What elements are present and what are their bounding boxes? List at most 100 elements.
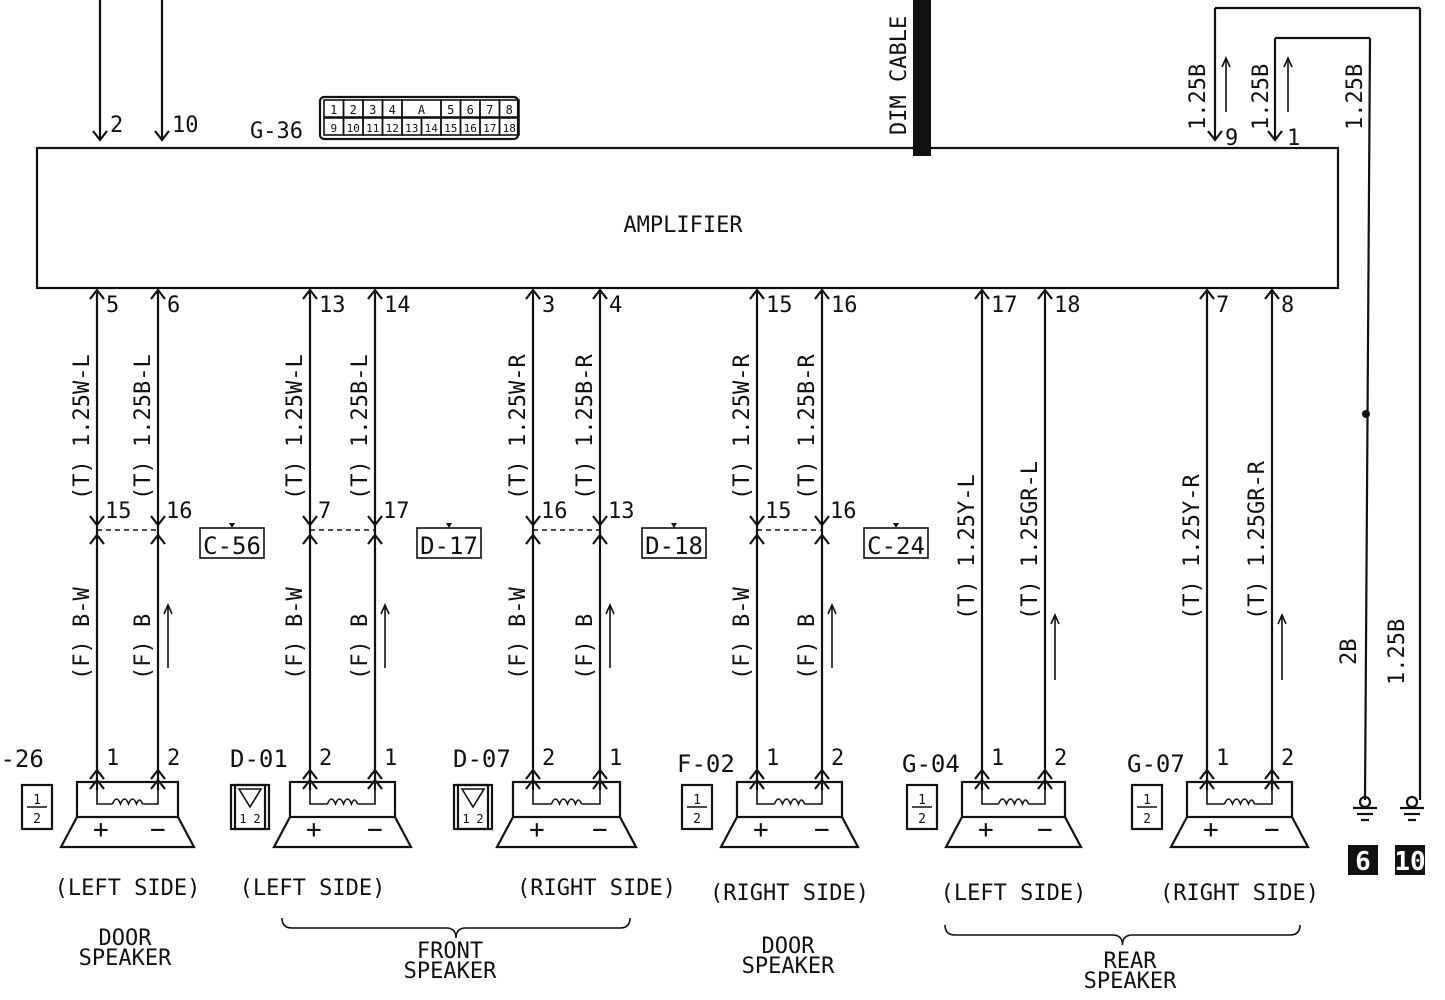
rear-speaker-brace: [944, 924, 1301, 946]
speaker-connector-label: G-07: [1127, 750, 1185, 778]
speaker-coil-icon: [1223, 798, 1256, 807]
group-title: SPEAKER: [742, 954, 835, 979]
g36-pin: 17: [483, 122, 496, 135]
speaker-coil-lead: [756, 790, 823, 805]
connector-pin: 2: [33, 812, 41, 827]
connector-pin: 1: [1143, 793, 1151, 808]
splice-connector-label: C-56: [203, 532, 261, 560]
amp-pin-number: 16: [831, 293, 858, 318]
speaker-pin-number: 2: [542, 746, 555, 771]
g36-pin: 13: [405, 122, 418, 135]
g36-cell: [498, 117, 520, 136]
wire-fork: [749, 288, 765, 300]
minus-terminal: −: [150, 815, 166, 845]
current-arrow-head: [1050, 613, 1060, 625]
g36-label: G-36: [250, 119, 303, 144]
wire-color-label: (F) B-W: [70, 587, 95, 680]
speaker-terminal-box: [288, 780, 397, 819]
current-arrow-head: [1283, 56, 1293, 68]
input-pin-number: 2: [110, 113, 123, 138]
plus-terminal: +: [978, 815, 994, 845]
speaker-cone-icon: [1169, 816, 1310, 849]
side-label: (RIGHT SIDE): [710, 881, 869, 906]
wire-color-label: (T) 1.25W-L: [283, 354, 308, 500]
connector-icon: [20, 783, 54, 831]
amplifier-label: AMPLIFIER: [623, 213, 743, 238]
splice-pin-number: 16: [166, 499, 193, 524]
front-speaker-brace: [281, 917, 631, 939]
wire-fork: [92, 130, 108, 142]
wire-color-label: (F) B: [348, 614, 373, 680]
plus-terminal: +: [306, 815, 322, 845]
wire-fork: [1264, 778, 1280, 790]
g36-pin: 14: [425, 122, 439, 135]
wire-fork: [1037, 768, 1053, 780]
splice-fork: [367, 515, 383, 527]
splice-pin-number: 16: [830, 499, 857, 524]
g36-pin: 6: [467, 103, 474, 117]
ground-wire-6: [1363, 37, 1372, 801]
connector-pin: 1: [33, 793, 41, 808]
connector-tab: [893, 523, 899, 528]
connector-icon: [680, 783, 714, 831]
speaker-pin-number: 1: [1216, 746, 1229, 771]
wire-fork: [592, 768, 608, 780]
amp-pin-number: 5: [106, 293, 119, 318]
speaker-pin-number: 2: [831, 746, 844, 771]
speaker-connector-label: G-04: [902, 750, 960, 778]
connector-tab: [229, 523, 235, 528]
splice-pin-number: 17: [383, 499, 410, 524]
g36-pin: 7: [486, 103, 493, 117]
side-label: (LEFT SIDE): [240, 876, 386, 901]
plus-terminal: +: [753, 815, 769, 845]
connector-pin: 1: [462, 812, 469, 826]
wire-color-label: (F) B: [131, 614, 156, 680]
wire-fork: [302, 288, 318, 300]
speaker-connector-label: F-26: [0, 745, 44, 773]
wire-fork: [592, 288, 608, 300]
wire-fork: [1037, 778, 1053, 790]
current-arrow-head: [827, 603, 837, 615]
wire-color-label: (T) 1.25GR-R: [1245, 460, 1270, 620]
wire-color-label: (T) 1.25W-R: [506, 354, 531, 500]
minus-terminal: −: [1264, 815, 1280, 845]
speaker-cone-icon: [719, 816, 860, 849]
splice-pin-number: 15: [105, 499, 132, 524]
amp-pin-number: 18: [1054, 293, 1081, 318]
minus-terminal: −: [367, 815, 383, 845]
speaker-coil-icon: [111, 798, 144, 807]
speaker-pin-number: 2: [1054, 746, 1067, 771]
side-label: (LEFT SIDE): [941, 881, 1087, 906]
current-arrow-head: [1277, 613, 1287, 625]
speaker-connector-label: F-02: [677, 750, 735, 778]
side-label: (LEFT SIDE): [55, 876, 201, 901]
speaker-cone-icon: [944, 816, 1083, 849]
splice-pin-number: 13: [608, 499, 635, 524]
side-label: (RIGHT SIDE): [517, 876, 676, 901]
amplifier-box: [35, 146, 1340, 290]
wire-fork: [974, 778, 990, 790]
splice-fork: [367, 533, 383, 545]
g36-pin: 5: [447, 103, 454, 117]
group-title: REAR: [1104, 949, 1158, 974]
speaker-terminal-box: [735, 780, 844, 819]
splice-fork: [749, 515, 765, 527]
splice-connector-label: D-18: [645, 532, 703, 560]
splice-fork: [749, 533, 765, 545]
splice-fork: [302, 515, 318, 527]
minus-terminal: −: [592, 815, 608, 845]
connector-pin: 2: [918, 812, 926, 827]
wire-fork: [974, 288, 990, 300]
dim-cable-label: DIM CABLE: [887, 16, 912, 135]
wire-fork: [525, 768, 541, 780]
ground-wire-label: 1.25B: [1385, 619, 1410, 685]
splice-pin-number: 16: [541, 499, 568, 524]
wire-fork: [1264, 768, 1280, 780]
wire-fork: [89, 288, 105, 300]
right-pin-number: 1: [1287, 126, 1300, 151]
side-label: (RIGHT SIDE): [1160, 881, 1319, 906]
connector-icon: [229, 783, 271, 831]
speaker-terminal-box: [511, 780, 622, 819]
g36-pin: 16: [464, 122, 477, 135]
